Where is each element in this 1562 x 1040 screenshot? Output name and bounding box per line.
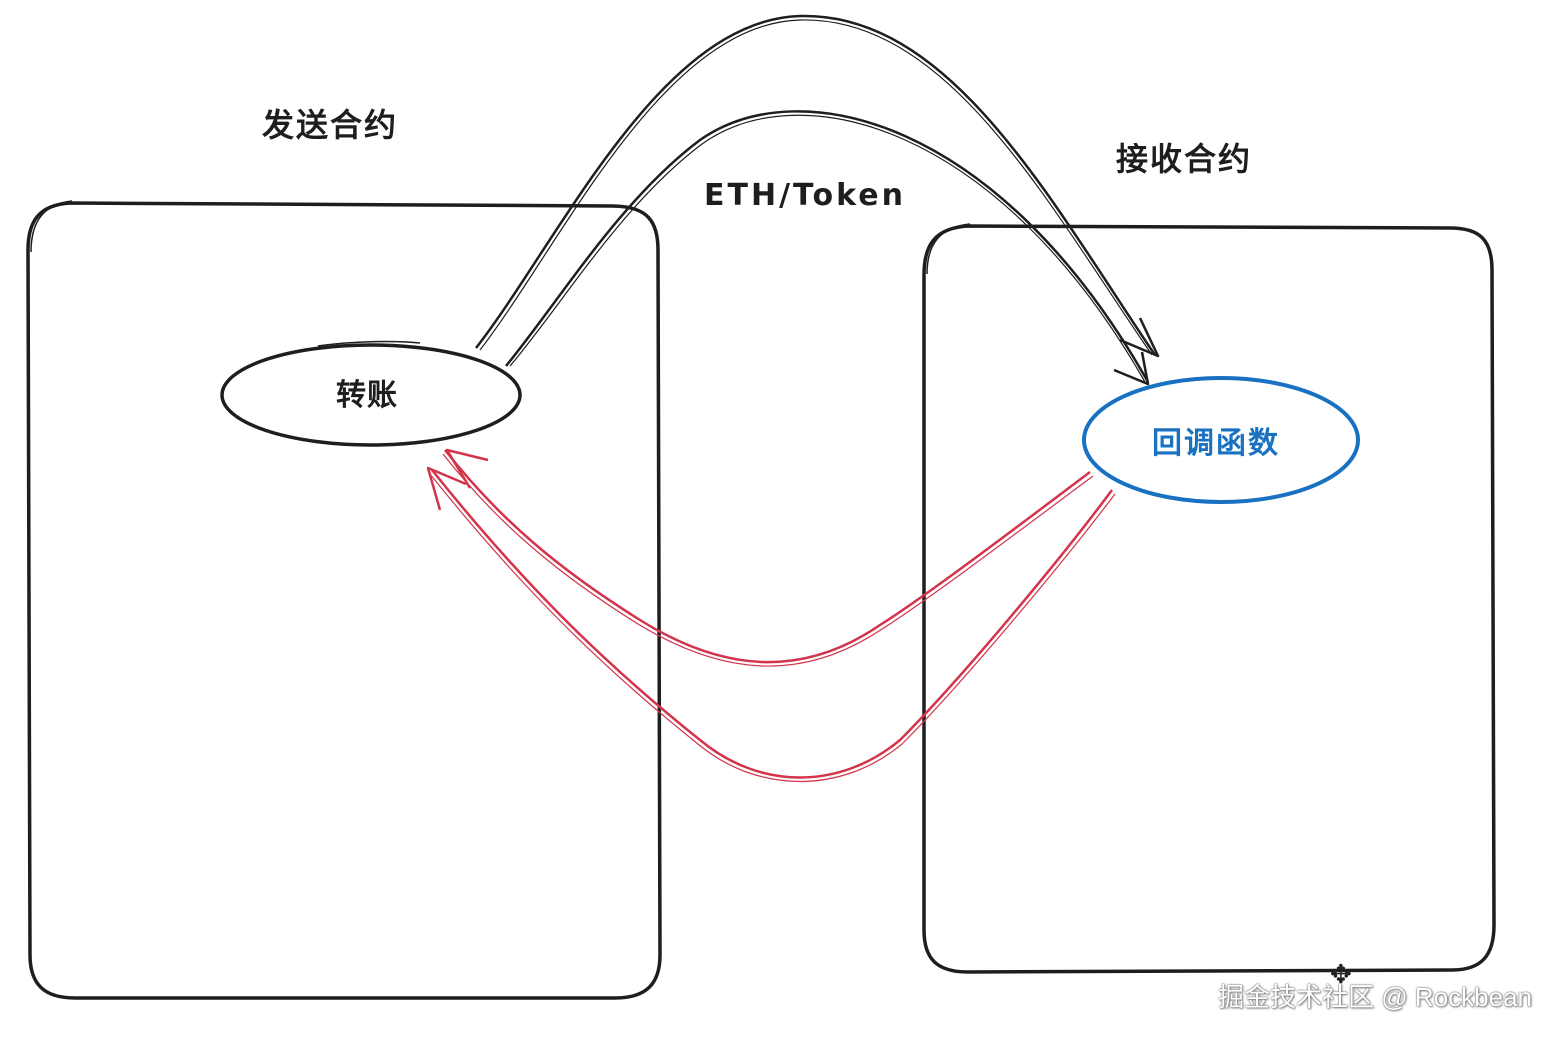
receive-contract-box: [922, 224, 1496, 974]
token-arrowhead-inner: [1113, 351, 1150, 386]
receive-contract-label: 接收合约: [1116, 140, 1253, 178]
callback-arrowhead-lower: [426, 466, 467, 511]
transfer-node: [220, 343, 522, 447]
callback-arrow-lower: [431, 469, 1114, 779]
token-arrow-outer: [475, 14, 1157, 356]
callback-arrow-upper: [444, 449, 1091, 664]
callback-node-label: 回调函数: [1152, 426, 1280, 461]
watermark: 掘金技术社区 @ Rockbean: [1218, 982, 1532, 1012]
token-arrow-inner: [505, 110, 1150, 383]
callback-node: [1082, 376, 1360, 504]
send-contract-box: [26, 201, 662, 1000]
callback-arrowhead-upper: [445, 448, 489, 489]
send-contract-label: 发送合约: [262, 106, 399, 144]
move-cursor-icon: ✥: [1330, 960, 1352, 990]
token-label: ETH/Token: [704, 178, 906, 213]
token-arrowhead-outer: [1119, 317, 1160, 358]
transfer-node-label: 转账: [336, 378, 398, 413]
